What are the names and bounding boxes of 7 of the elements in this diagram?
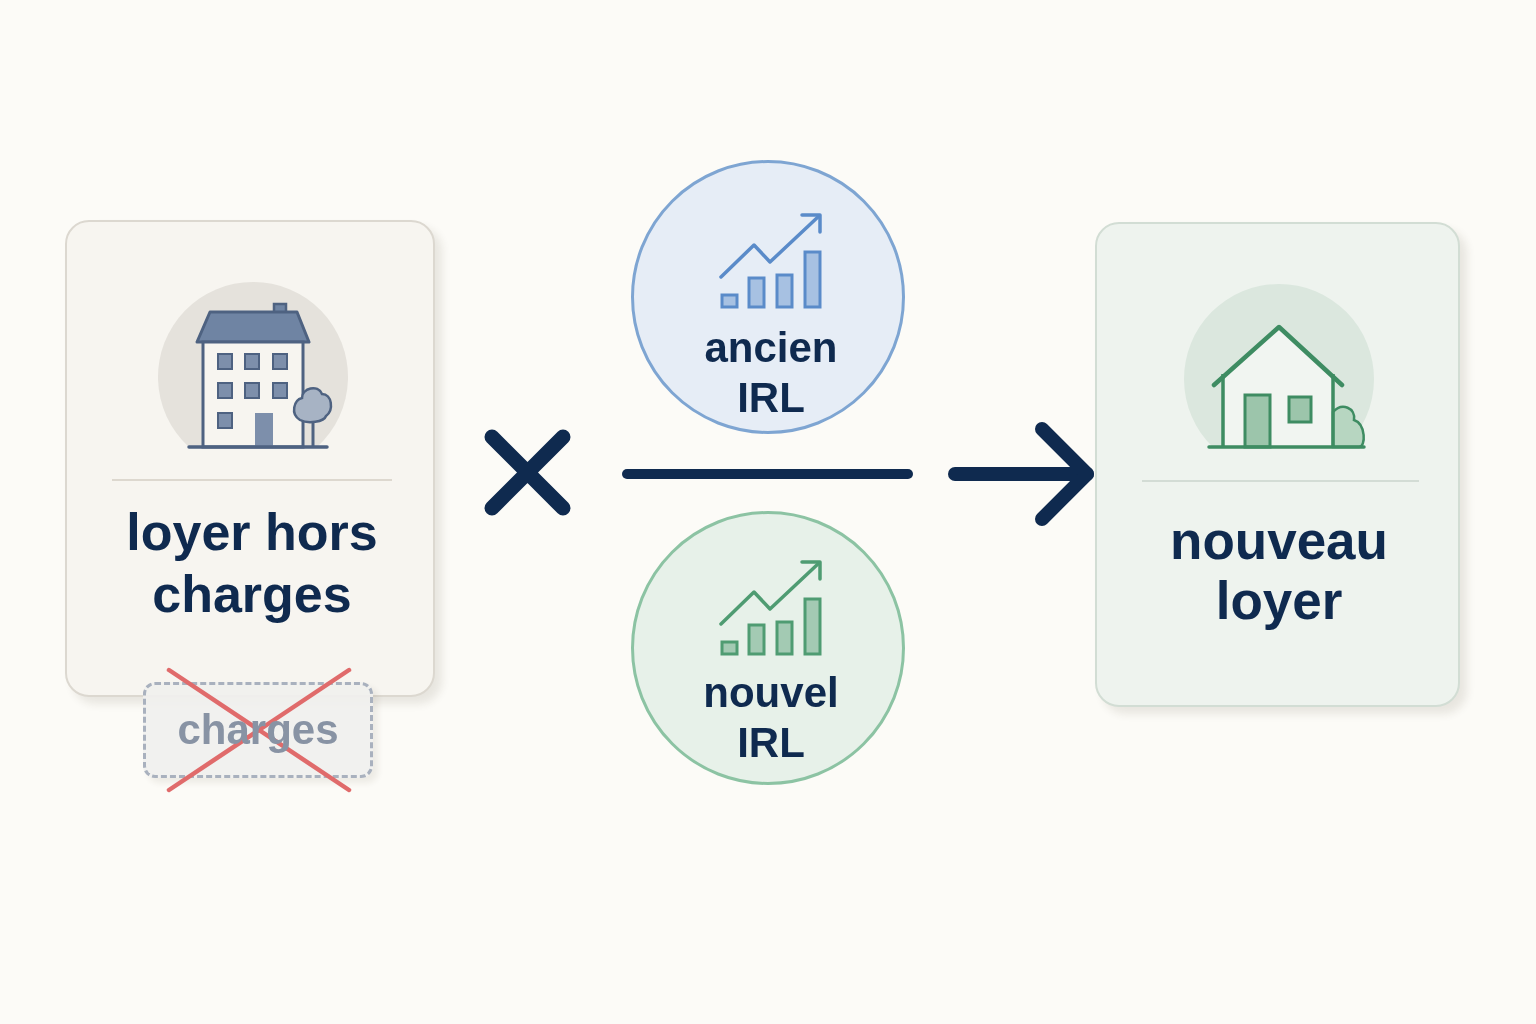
circle-label: ancien IRL <box>703 323 839 423</box>
circle-label: nouvel IRL <box>702 668 840 768</box>
info-card <box>65 220 435 697</box>
info-card <box>1095 222 1460 707</box>
card-title: nouveau loyer <box>1169 511 1389 631</box>
arrow <box>948 422 1094 526</box>
card-title: loyer hors charges <box>125 502 379 625</box>
